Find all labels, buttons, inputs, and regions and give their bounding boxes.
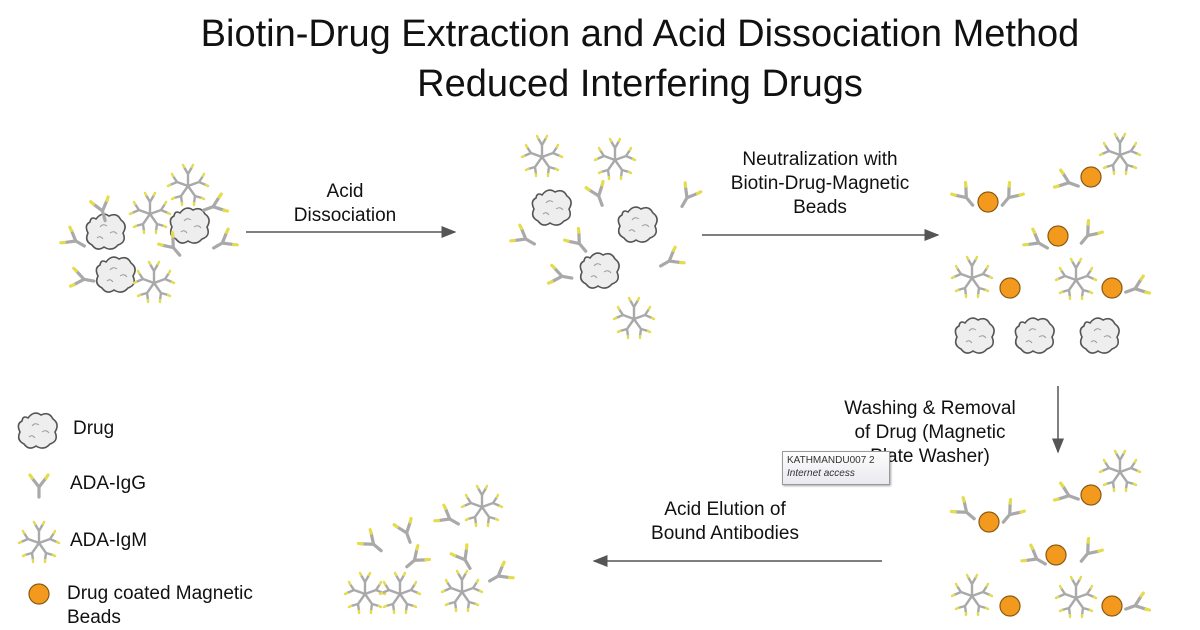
igg-icon — [1020, 543, 1052, 574]
igm-icon — [612, 296, 656, 340]
igg-icon — [1121, 274, 1152, 303]
igg-icon — [483, 560, 515, 591]
igm-icon — [128, 191, 172, 235]
drug-icon — [1014, 317, 1055, 354]
label-acid-dissociation: Acid Dissociation — [293, 181, 397, 226]
igg-icon — [584, 179, 613, 210]
igg-icon — [949, 496, 982, 528]
igm-icon — [378, 571, 422, 615]
igm-icon — [132, 260, 176, 304]
igg-icon — [654, 245, 686, 276]
igg-icon — [994, 497, 1026, 530]
bead-icon — [978, 511, 1000, 533]
igm-icon — [460, 484, 504, 528]
bead-icon — [977, 191, 999, 213]
bead-icon — [999, 277, 1021, 299]
igg-icon — [1121, 591, 1152, 620]
drug-icon — [617, 206, 658, 243]
legend-drug-label: Drug — [73, 418, 115, 439]
legend-igm-icon — [17, 520, 61, 564]
igg-icon — [1052, 481, 1083, 510]
stage-initial-sample — [59, 163, 239, 304]
drug-icon — [579, 252, 620, 289]
igg-icon — [392, 516, 421, 547]
igg-icon — [59, 225, 91, 256]
igm-icon — [343, 571, 387, 615]
legend-drug-icon — [17, 412, 58, 449]
igm-icon — [950, 255, 994, 299]
igg-icon — [1052, 168, 1083, 197]
igg-icon — [563, 226, 595, 259]
bead-icon — [1101, 595, 1123, 617]
bead-icon — [1080, 166, 1102, 188]
label-neutralization: Neutralization with Biotin-Drug-Magnetic… — [730, 149, 910, 218]
igg-icon — [449, 543, 480, 575]
tooltip-subtitle: Internet access — [787, 468, 855, 479]
title-line-1: Biotin-Drug Extraction and Acid Dissocia… — [200, 13, 1080, 55]
stage-dissociated — [509, 134, 703, 340]
drug-icon — [531, 189, 572, 226]
igg-icon — [1072, 218, 1104, 251]
igg-icon — [546, 263, 575, 289]
igm-icon — [166, 163, 210, 207]
stage-washed — [949, 449, 1152, 620]
label-washing: Washing & Removal of Drug (Magnetic Plat… — [844, 398, 1016, 467]
igg-icon — [950, 180, 982, 213]
bead-icon — [1045, 544, 1067, 566]
drug-icon — [95, 256, 136, 293]
igm-icon — [1054, 257, 1098, 301]
bead-icon — [999, 595, 1021, 617]
drug-icon — [954, 317, 995, 354]
igm-icon — [440, 569, 484, 613]
igg-icon — [509, 223, 541, 254]
legend-bead-icon — [28, 583, 50, 605]
label-elution: Acid Elution of Bound Antibodies — [651, 499, 799, 544]
title-line-2: Reduced Interfering Drugs — [417, 63, 863, 105]
legend-igm-label: ADA-IgM — [70, 530, 148, 551]
igg-icon — [672, 181, 703, 213]
igg-icon — [1022, 227, 1054, 258]
tooltip-title: KATHMANDU007 2 — [787, 455, 875, 466]
bead-icon — [1080, 484, 1102, 506]
hover-tooltip: KATHMANDU007 2 Internet access — [782, 451, 890, 485]
legend-igg-label: ADA-IgG — [70, 473, 147, 494]
igm-icon — [593, 137, 637, 181]
drug-icon — [1079, 317, 1120, 354]
igm-icon — [520, 134, 564, 178]
igg-icon — [356, 528, 389, 560]
igm-icon — [950, 573, 994, 617]
igg-icon — [1072, 536, 1104, 569]
igm-icon — [1098, 449, 1142, 493]
igg-icon — [993, 180, 1025, 213]
igm-icon — [1054, 575, 1098, 619]
igg-icon — [68, 266, 97, 292]
igg-icon — [433, 503, 465, 534]
bead-icon — [1101, 277, 1123, 299]
igg-icon — [207, 227, 239, 258]
igg-icon — [399, 544, 432, 576]
stage-bound-beads — [950, 132, 1152, 354]
stage-eluted — [343, 484, 515, 615]
drug-icon — [169, 207, 210, 244]
bead-icon — [1047, 225, 1069, 247]
igm-icon — [1098, 132, 1142, 176]
legend-beads-label: Drug coated Magnetic Beads — [67, 583, 253, 628]
legend-igg-icon — [28, 473, 50, 499]
